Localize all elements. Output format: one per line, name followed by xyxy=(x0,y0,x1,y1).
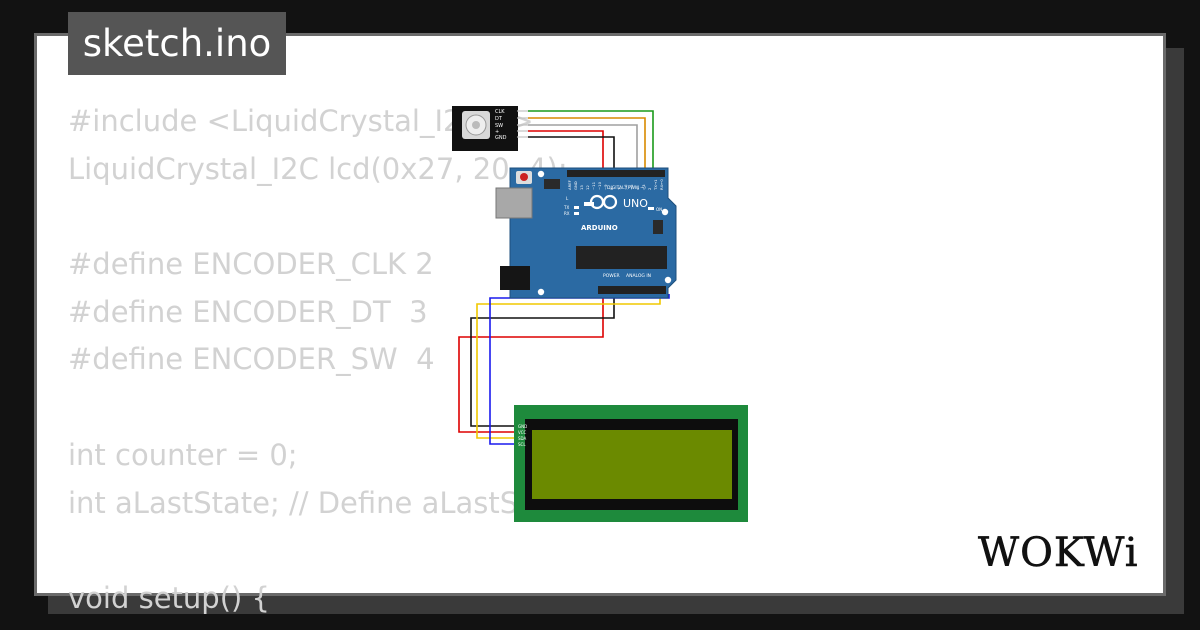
code-line: int counter = 0; xyxy=(68,437,298,472)
pin-4-label: 4 xyxy=(635,187,640,190)
mount-hole-bl xyxy=(537,288,545,296)
board-labels: DIGITAL (PWM ~) ARDUINO UNO POWER ANALOG… xyxy=(563,185,662,279)
pin-1-label: TX→1 xyxy=(653,179,658,191)
led-l xyxy=(584,202,594,206)
encoder-pin-gnd: GND xyxy=(495,135,507,141)
pin-10-label: ~10 xyxy=(597,181,602,190)
usb-connector xyxy=(495,187,533,219)
pin-6-label: ~6 xyxy=(623,184,628,190)
lcd-pin-sda: SDA xyxy=(518,436,527,441)
wokwi-wordmark: WOKWi xyxy=(978,530,1139,576)
digital-pin-labels: AREF GND 13 12 ~11 ~10 ~9 8 7 ~6 ~5 4 ~3… xyxy=(567,179,664,191)
pin-aref-label: AREF xyxy=(567,180,572,190)
mount-hole-r xyxy=(661,208,669,216)
arduino-uno[interactable]: DIGITAL (PWM ~) ARDUINO UNO POWER ANALOG… xyxy=(495,167,677,299)
power-jack xyxy=(500,266,530,290)
pin-gnd-label: GND xyxy=(573,181,578,190)
lcd-pin-vcc: VCC xyxy=(518,430,527,435)
digital-label: DIGITAL (PWM ~) xyxy=(607,185,646,191)
led-on-label: ON xyxy=(656,207,662,212)
pin-13-label: 13 xyxy=(579,185,584,190)
atmega-chip xyxy=(576,246,667,269)
led-rx-label: RX xyxy=(564,211,570,216)
digital-header xyxy=(567,170,665,177)
encoder-pin-sw: SW xyxy=(495,123,503,129)
mount-hole-tl xyxy=(537,170,545,178)
analog-label: ANALOG IN xyxy=(626,273,651,279)
wire-vcc-enc xyxy=(458,130,604,433)
lcd-pin-labels: GND VCC SDA SCL xyxy=(518,424,527,447)
encoder-pin-clk: CLK xyxy=(495,109,505,115)
lcd-screen xyxy=(532,430,732,499)
code-line: void setup() { xyxy=(68,580,270,615)
code-line: #define ENCODER_DT 3 xyxy=(68,294,428,329)
lcd-1602-i2c[interactable]: GND VCC SDA SCL xyxy=(514,405,748,522)
lcd-pin-gnd: GND xyxy=(518,424,527,429)
icsp-header-left xyxy=(544,179,560,189)
wire-dt xyxy=(528,117,646,170)
wire-gnd-enc xyxy=(470,136,615,427)
arduino-infinity-logo xyxy=(589,194,618,210)
led-tx xyxy=(574,206,579,209)
led-tx-label: TX xyxy=(563,205,569,210)
uno-label: UNO xyxy=(623,197,648,210)
code-line: #define ENCODER_SW 4 xyxy=(68,342,435,377)
pin-5-label: ~5 xyxy=(629,184,634,190)
encoder-pin-dt: DT xyxy=(495,116,503,122)
reset-button[interactable] xyxy=(520,173,528,181)
pin-11-label: ~11 xyxy=(591,181,596,190)
pin-9-label: ~9 xyxy=(603,184,608,190)
pin-3-label: ~3 xyxy=(641,184,646,190)
pin-0-label: RX←0 xyxy=(659,179,664,190)
encoder-header-pins xyxy=(517,110,528,138)
led-rx xyxy=(574,212,579,215)
encoder-shaft xyxy=(472,121,480,129)
wire-clk xyxy=(528,110,654,170)
icsp-header-right xyxy=(653,220,663,234)
code-line: #define ENCODER_CLK 2 xyxy=(68,247,434,282)
pin-8-label: 8 xyxy=(609,187,614,190)
wire-sw xyxy=(528,124,638,170)
sketch-filename: sketch.ino xyxy=(68,12,286,75)
power-label: POWER xyxy=(603,273,620,279)
lcd-pin-scl: SCL xyxy=(518,442,526,447)
pin-2-label: 2 xyxy=(647,187,652,190)
rotary-encoder[interactable]: CLK DT SW + GND xyxy=(452,106,528,151)
pin-7-label: 7 xyxy=(617,187,622,190)
mount-hole-br xyxy=(664,276,672,284)
wires xyxy=(458,110,670,445)
arduino-wordmark: ARDUINO xyxy=(581,224,618,232)
wire-scl xyxy=(489,294,670,445)
led-on xyxy=(648,207,654,210)
led-l-label: L xyxy=(566,196,569,201)
encoder-pin-vcc: + xyxy=(495,129,499,135)
wokwi-logo: WOKWi xyxy=(978,530,1139,577)
encoder-pin-labels: CLK DT SW + GND xyxy=(495,109,507,141)
pin-12-label: 12 xyxy=(585,185,590,190)
bottom-header xyxy=(598,286,666,294)
